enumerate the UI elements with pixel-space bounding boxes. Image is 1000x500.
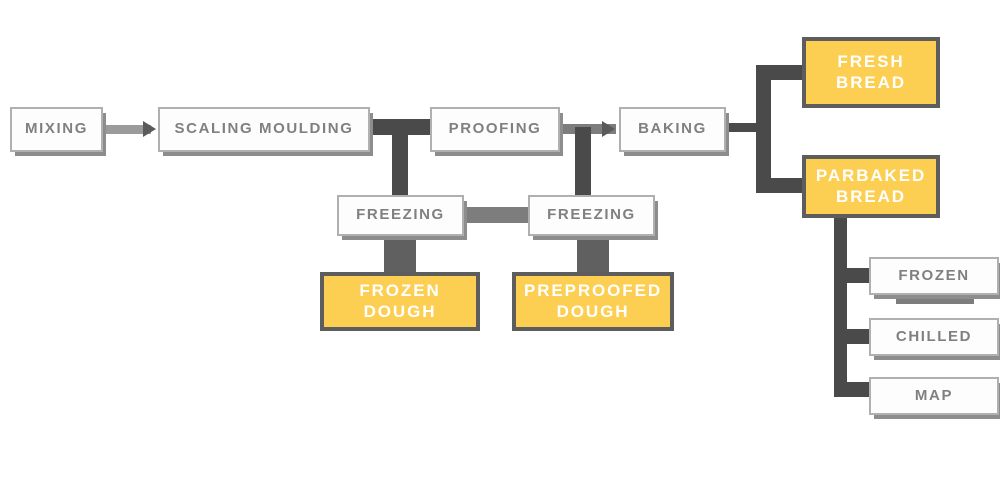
node-frozen-dough[interactable]: FROZEN DOUGH: [320, 272, 480, 331]
edge-parbaked-to-map-stub: [834, 382, 878, 397]
node-mixing[interactable]: MIXING: [10, 107, 103, 152]
node-chilled[interactable]: CHILLED: [869, 318, 999, 356]
node-frozen-dough-label: FROZEN DOUGH: [359, 280, 441, 321]
edge-proofing-to-baking-arrowhead: [602, 121, 615, 137]
edge-freezing-2-to-preproofed-dough-stub: [577, 231, 609, 276]
node-chilled-label: CHILLED: [895, 327, 973, 345]
node-parbaked-bread-label: PARBAKED BREAD: [815, 165, 927, 206]
edge-mixing-to-scaling-shaft: [103, 125, 151, 134]
edge-freezing-1-to-freezing-2-bar: [460, 207, 532, 223]
node-frozen-label: FROZEN: [898, 266, 970, 284]
node-freezing-1[interactable]: FREEZING: [337, 195, 464, 236]
node-preproofed-dough-label: PREPROOFED DOUGH: [523, 280, 663, 321]
node-scaling-moulding[interactable]: SCALING MOULDING: [158, 107, 370, 152]
edge-baking-to-riser: [723, 123, 771, 132]
spacer-frozen-chilled: [896, 295, 974, 304]
node-fresh-bread[interactable]: FRESH BREAD: [802, 37, 940, 108]
edge-parbaked-to-frozen-stub: [834, 268, 878, 283]
edge-parbaked-riser-vertical: [834, 215, 847, 397]
node-freezing-2-label: FREEZING: [547, 206, 636, 224]
node-proofing[interactable]: PROOFING: [430, 107, 560, 152]
edge-riser-to-fresh-bread: [756, 65, 812, 80]
node-freezing-1-label: FREEZING: [356, 206, 445, 224]
node-baking[interactable]: BAKING: [619, 107, 726, 152]
node-fresh-bread-label: FRESH BREAD: [836, 51, 906, 92]
edge-freezing-1-to-frozen-dough-stub: [384, 231, 416, 276]
node-scaling-moulding-label: SCALING MOULDING: [174, 120, 354, 138]
edge-mixing-to-scaling-arrowhead: [143, 121, 156, 137]
node-baking-label: BAKING: [638, 120, 707, 138]
node-frozen[interactable]: FROZEN: [869, 257, 999, 295]
node-map[interactable]: MAP: [869, 377, 999, 415]
edge-scaling-to-freezing-1-drop: [392, 127, 408, 199]
node-freezing-2[interactable]: FREEZING: [528, 195, 655, 236]
edge-parbaked-to-chilled-stub: [834, 329, 878, 344]
node-proofing-label: PROOFING: [448, 120, 542, 138]
node-parbaked-bread[interactable]: PARBAKED BREAD: [802, 155, 940, 218]
node-map-label: MAP: [914, 386, 954, 404]
edge-riser-to-parbaked-bread: [756, 178, 812, 193]
node-preproofed-dough[interactable]: PREPROOFED DOUGH: [512, 272, 674, 331]
node-mixing-label: MIXING: [25, 120, 88, 138]
edge-right-riser-vertical: [756, 65, 771, 193]
edge-proofing-to-freezing-2-drop: [575, 127, 591, 199]
